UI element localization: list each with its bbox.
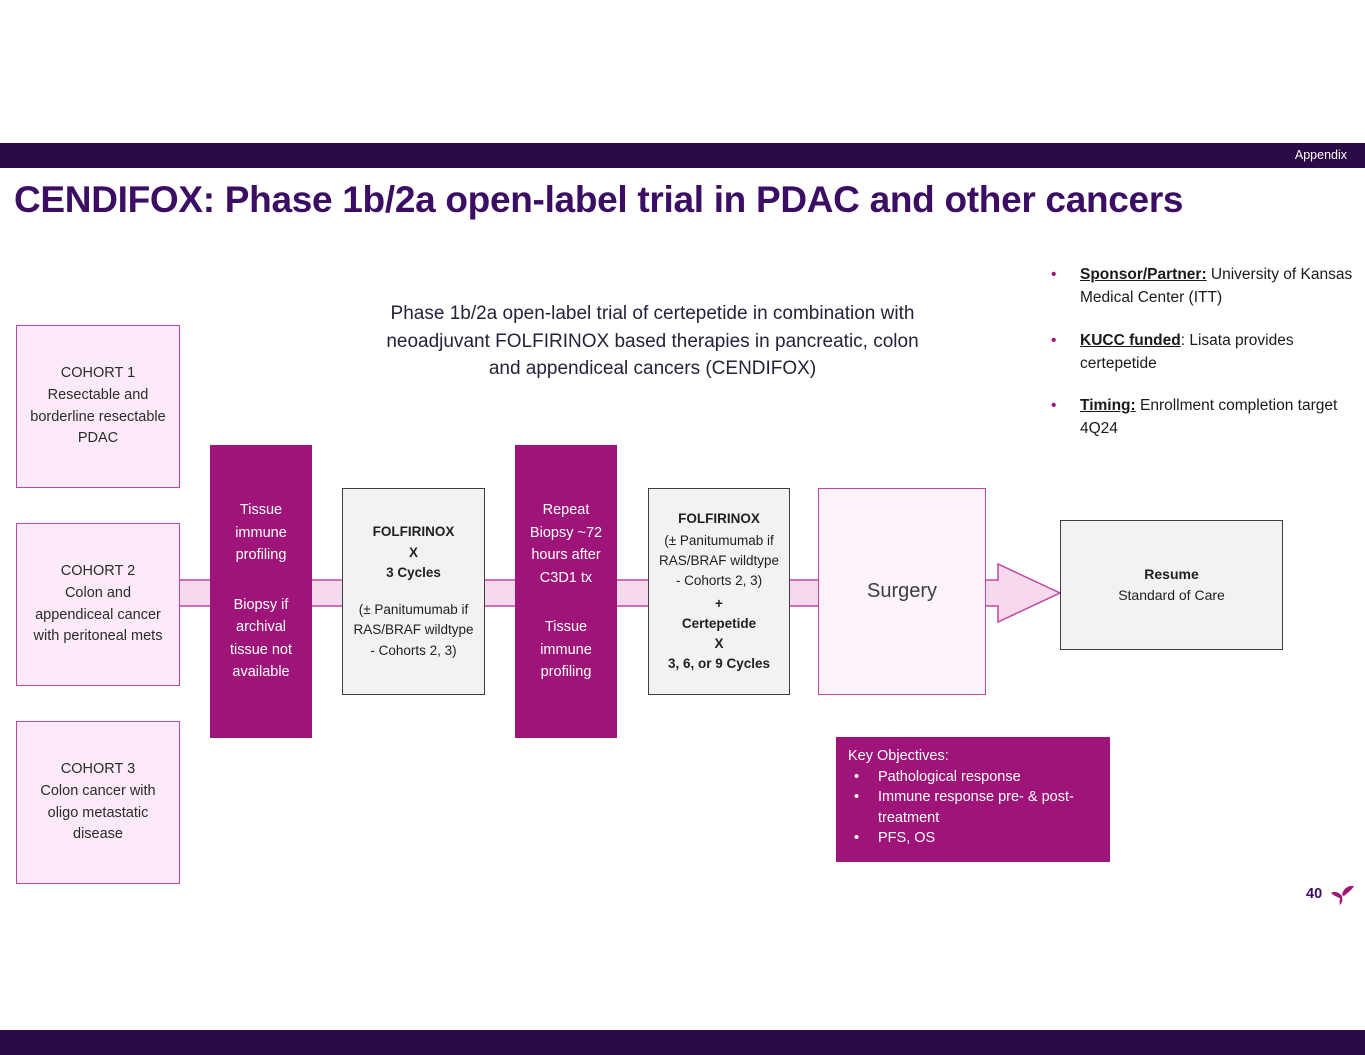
trial-description: Phase 1b/2a open-label trial of certepet… (386, 303, 919, 380)
cohort-title: COHORT 3 (60, 761, 136, 777)
key-objectives-box: Key Objectives: • Pathological response •… (836, 737, 1110, 862)
page-title: CENDIFOX: Phase 1b/2a open-label trial i… (14, 179, 1184, 220)
step-text: Standard of Care (1118, 587, 1225, 603)
info-text: University of Kansas Medical Center (ITT… (1080, 266, 1353, 307)
step-text: Tissue immune profiling (235, 502, 287, 564)
step-text: Tissue immune profiling (540, 619, 592, 681)
appendix-label: Appendix (1294, 148, 1347, 162)
bullet-icon: • (1051, 266, 1057, 283)
lisata-logo-icon (1331, 885, 1354, 905)
cohort-description: Resectable and borderline resectable PDA… (30, 386, 166, 447)
top-bar: Appendix (0, 143, 1365, 168)
cohort-title: COHORT 2 (60, 563, 136, 579)
info-bullet-list: • Sponsor/Partner: University of Kansas M… (1043, 263, 1353, 460)
cohort-title: COHORT 1 (60, 365, 136, 381)
info-text: Enrollment completion target 4Q24 (1080, 397, 1338, 438)
info-item-sponsor: • Sponsor/Partner: University of Kansas M… (1043, 263, 1353, 310)
step-text: + Certepetide X 3, 6, or 9 Cycles (667, 595, 771, 672)
cohort-2-box: COHORT 2 Colon and appendiceal cancer wi… (16, 523, 180, 686)
key-objective-item: • Immune response pre- & post-treatment (848, 787, 1098, 828)
info-item-timing: • Timing: Enrollment completion target 4Q… (1043, 394, 1353, 441)
folfirinox-3cycles-box: FOLFIRINOX X 3 Cycles (± Panitumumab if … (342, 488, 485, 695)
info-label: Sponsor/Partner: (1080, 266, 1207, 283)
step-text: Resume (1144, 566, 1199, 582)
step-note: (± Panitumumab if RAS/BRAF wildtype - Co… (353, 602, 474, 658)
bullet-icon: • (854, 830, 860, 847)
bullet-icon: • (854, 789, 860, 806)
key-objectives-title: Key Objectives: (848, 748, 949, 764)
info-label: Timing: (1080, 397, 1136, 414)
repeat-biopsy-box: Repeat Biopsy ~72 hours after C3D1 tx Ti… (515, 445, 617, 738)
tissue-profiling-box: Tissue immune profiling Biopsy if archiv… (210, 445, 312, 738)
step-text: Repeat Biopsy ~72 hours after C3D1 tx (529, 502, 603, 586)
step-text: FOLFIRINOX (678, 510, 760, 526)
objective-text: Immune response pre- & post-treatment (878, 789, 1074, 826)
objective-text: PFS, OS (878, 830, 936, 847)
cohort-3-box: COHORT 3 Colon cancer with oligo metasta… (16, 721, 180, 884)
flow-arrow (178, 562, 1062, 624)
info-item-funding: • KUCC funded: Lisata provides certepetid… (1043, 329, 1353, 376)
info-label: KUCC funded (1080, 331, 1181, 349)
page-number: 40 (1306, 886, 1323, 902)
step-note: (± Panitumumab if RAS/BRAF wildtype - Co… (658, 532, 780, 589)
cohort-description: Colon cancer with oligo metastatic disea… (40, 782, 156, 843)
step-text: FOLFIRINOX X 3 Cycles (372, 524, 455, 580)
step-text: Surgery (866, 580, 938, 602)
folfirinox-certepetide-box: FOLFIRINOX (± Panitumumab if RAS/BRAF wi… (648, 488, 790, 695)
cohort-description: Colon and appendiceal cancer with perito… (33, 584, 163, 645)
resume-soc-box: Resume Standard of Care (1060, 520, 1283, 650)
bullet-icon: • (1051, 397, 1057, 414)
surgery-box: Surgery (818, 488, 986, 695)
bullet-icon: • (854, 768, 860, 785)
step-text: Biopsy if archival tissue not available (229, 596, 293, 681)
key-objective-item: • Pathological response (848, 767, 1098, 788)
key-objective-item: • PFS, OS (848, 828, 1098, 849)
cohort-1-box: COHORT 1 Resectable and borderline resec… (16, 325, 180, 488)
bottom-bar (0, 1030, 1365, 1055)
info-text: : Lisata provides certepetide (1080, 331, 1294, 372)
bullet-icon: • (1051, 331, 1057, 349)
objective-text: Pathological response (878, 768, 1021, 785)
